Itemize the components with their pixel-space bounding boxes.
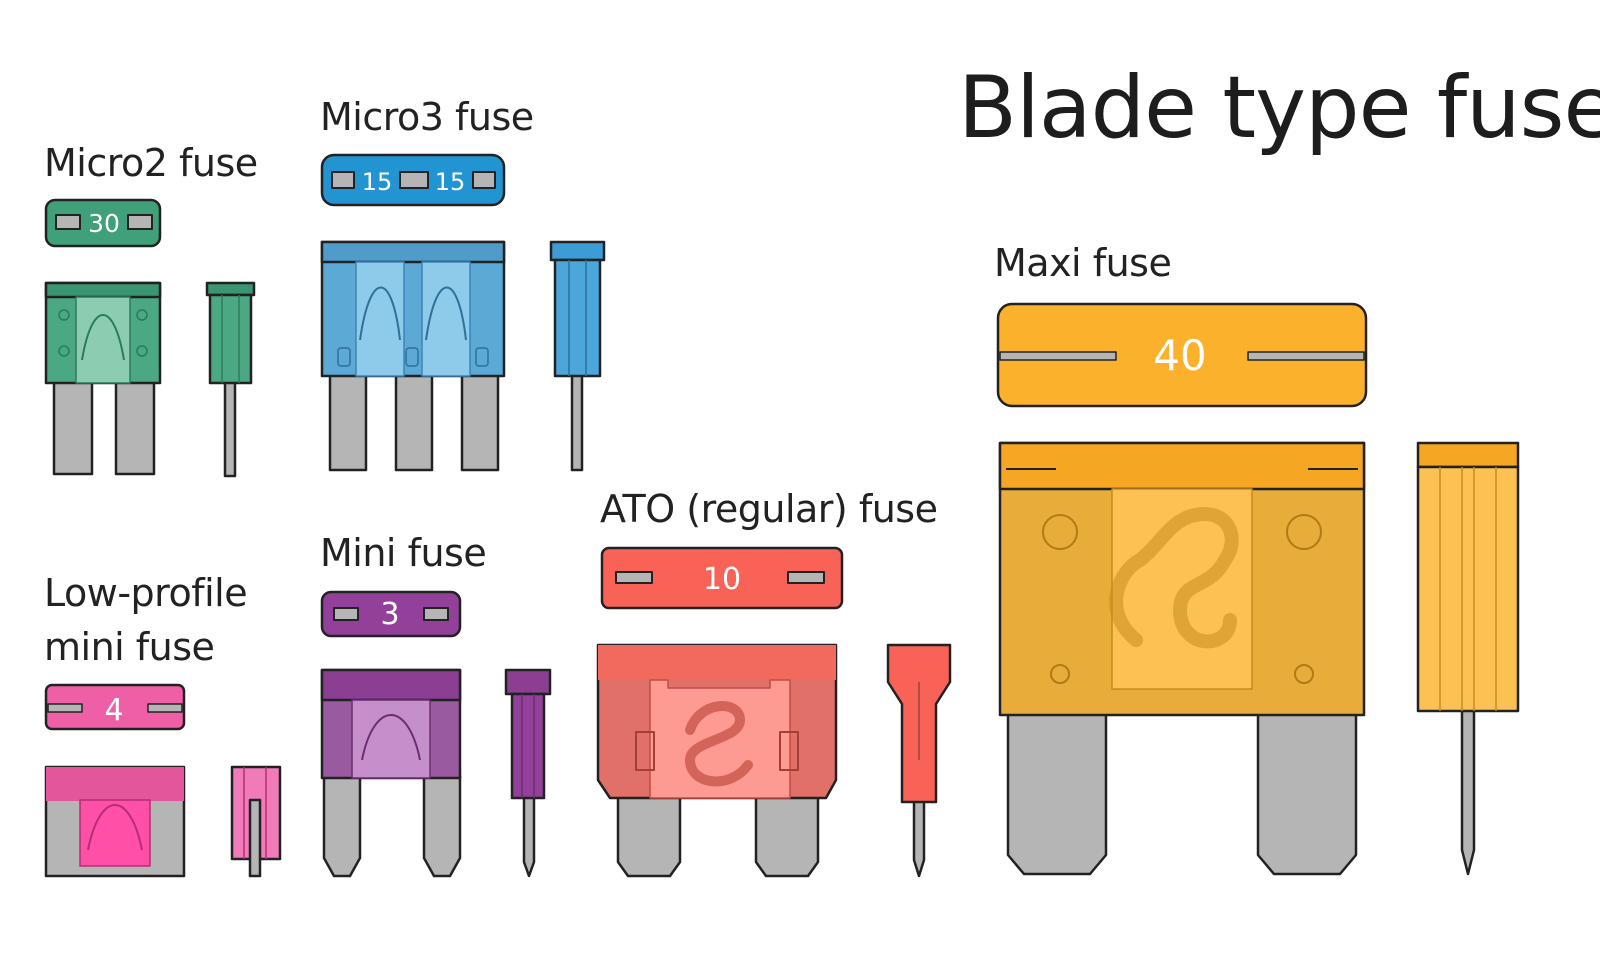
micro3-blade-2 — [394, 372, 434, 472]
lowprofile-side-blade — [248, 798, 262, 878]
micro2-side-blade — [223, 378, 237, 478]
mini-blade-right — [422, 774, 462, 878]
ato-blade-right — [754, 793, 820, 878]
mini-label: Mini fuse — [320, 531, 487, 575]
mini-fuse: 3 — [320, 590, 552, 878]
maxi-rating: 40 — [1153, 331, 1206, 380]
maxi-label: Maxi fuse — [994, 241, 1172, 285]
maxi-side-blade — [1460, 708, 1476, 876]
maxi-side-view — [1416, 441, 1520, 469]
mini-rating: 3 — [380, 597, 399, 632]
micro3-fuse: 15 15 — [320, 153, 606, 472]
micro2-blade-right — [114, 380, 156, 476]
mini-side-blade — [522, 793, 536, 878]
micro2-side-view — [205, 281, 256, 297]
lowprofile-label-line1: Low-profile — [44, 571, 248, 615]
maxi-fuse: 40 — [996, 302, 1520, 876]
ato-side-blade — [912, 798, 926, 878]
micro3-side-blade — [570, 372, 584, 472]
micro3-blade-1 — [328, 372, 368, 472]
mini-top-view — [320, 590, 462, 638]
lowprofile-top-view — [44, 683, 186, 731]
micro2-blade-left — [52, 380, 94, 476]
ato-blade-left — [616, 793, 682, 878]
micro3-side-view — [549, 240, 606, 262]
micro2-label: Micro2 fuse — [44, 141, 258, 185]
ato-top-view — [600, 546, 844, 610]
mini-side-view — [504, 668, 552, 696]
ato-fuse: 10 — [596, 546, 952, 878]
ato-rating: 10 — [703, 562, 741, 597]
micro3-blade-3 — [460, 372, 500, 472]
ato-label: ATO (regular) fuse — [600, 487, 938, 531]
maxi-blade-right — [1256, 710, 1358, 876]
micro2-top-view — [44, 198, 162, 248]
micro3-label: Micro3 fuse — [320, 95, 534, 139]
micro2-fuse: 30 — [44, 198, 256, 478]
micro3-rating-left: 15 — [362, 168, 393, 196]
page-title: Blade type fuses — [958, 58, 1600, 158]
micro3-front-view — [320, 240, 506, 378]
lowprofile-fuse: 4 — [44, 683, 282, 878]
maxi-blade-left — [1006, 710, 1108, 876]
micro2-rating: 30 — [88, 209, 120, 238]
lowprofile-label-line2: mini fuse — [44, 625, 215, 669]
lowprofile-rating: 4 — [104, 693, 123, 728]
micro3-rating-right: 15 — [435, 168, 466, 196]
maxi-top-view — [996, 302, 1368, 408]
mini-blade-left — [322, 774, 362, 878]
